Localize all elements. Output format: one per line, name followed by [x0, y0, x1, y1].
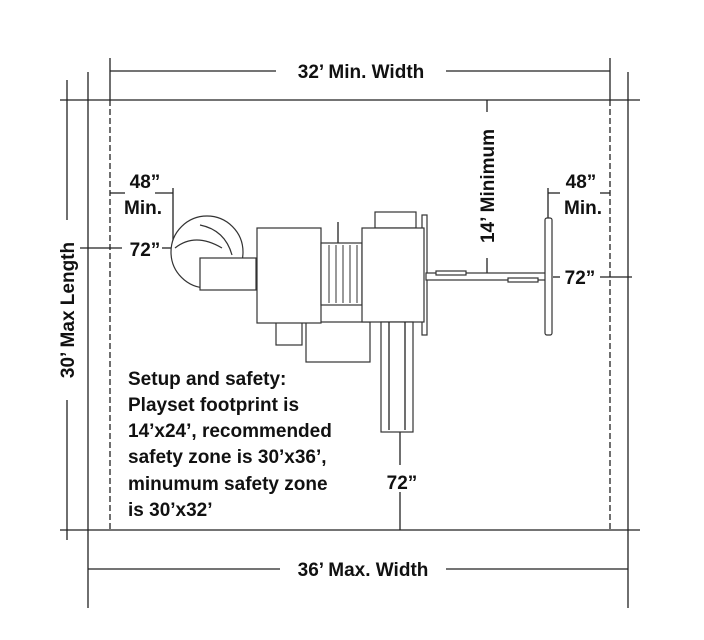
tower-right [361, 227, 425, 323]
bridge [320, 242, 363, 306]
wave-slide [380, 321, 414, 433]
bridge-slats [328, 245, 358, 303]
note-line: Setup and safety: [128, 369, 286, 390]
max-length-label: 30’ Max Length [58, 242, 79, 378]
ladder-top [374, 211, 417, 229]
steps-a [275, 321, 303, 346]
spiral-slide-detail [174, 224, 233, 256]
left-72-label: 72” [130, 240, 161, 261]
note-line: minumum safety zone [128, 474, 328, 495]
right-48-label: 48” [566, 172, 597, 193]
slide-straight [199, 257, 257, 291]
left-48-label: 48” [130, 172, 161, 193]
swing-2 [507, 277, 539, 283]
right-min-label: Min. [564, 198, 602, 219]
playset-drawing [170, 211, 553, 433]
minimum-14-label: 14’ Minimum [478, 129, 499, 243]
steps-b [305, 321, 371, 363]
right-72-label: 72” [565, 268, 596, 289]
note-line: Playset footprint is [128, 395, 299, 416]
note-line: is 30’x32’ [128, 500, 213, 521]
swing-1 [435, 270, 467, 276]
bottom-72-label: 72” [387, 473, 418, 494]
min-width-label: 32’ Min. Width [298, 62, 425, 83]
setup-safety-notes: Setup and safety: Playset footprint is 1… [128, 369, 332, 521]
a-frame [544, 217, 553, 336]
note-line: safety zone is 30’x36’, [128, 447, 327, 468]
note-line: 14’x24’, recommended [128, 421, 332, 442]
tower-left [256, 227, 322, 324]
left-min-label: Min. [124, 198, 162, 219]
max-width-label: 36’ Max. Width [298, 560, 429, 581]
